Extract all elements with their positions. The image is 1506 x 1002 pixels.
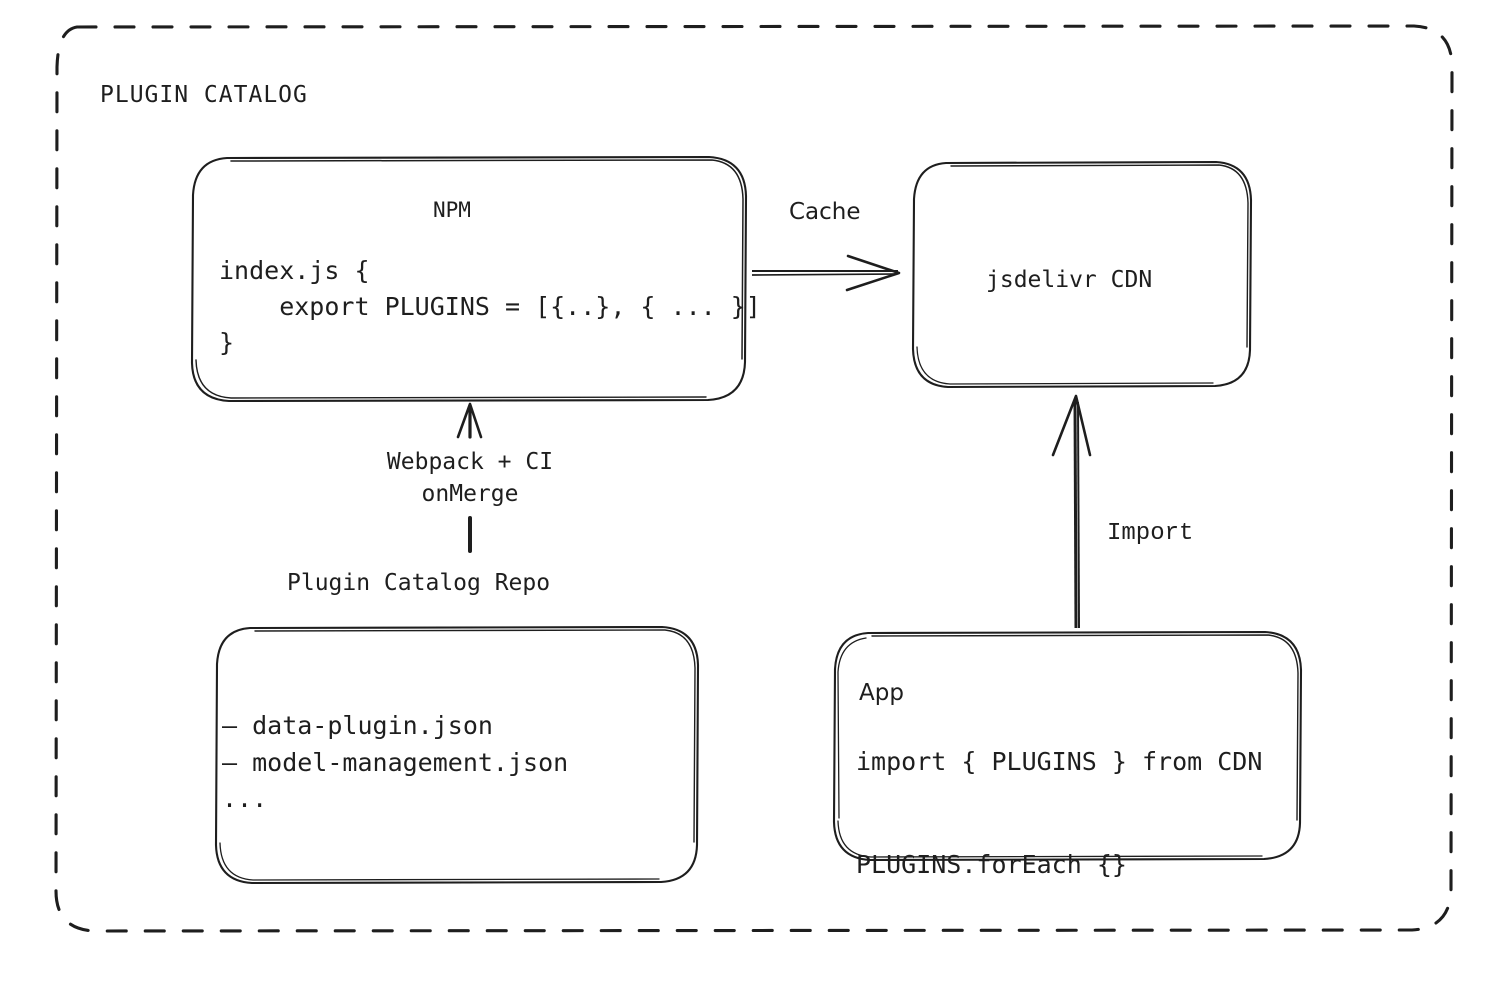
edge-label-import: Import xyxy=(1107,520,1194,547)
cdn-node-shape xyxy=(911,160,1253,389)
npm-node-shape xyxy=(190,155,748,403)
cdn-node-title: jsdelivr CDN xyxy=(986,267,1153,293)
plugin-catalog-frame xyxy=(54,24,1454,933)
repo-node-file-list: – data-plugin.json – model-management.js… xyxy=(222,711,569,813)
frame-title: PLUGIN CATALOG xyxy=(100,82,308,108)
repo-node-shape xyxy=(214,625,700,885)
edge-label-cache: Cache xyxy=(789,199,861,225)
edge-label-webpack-ci-onmerge: Webpack + CI onMerge xyxy=(386,449,554,507)
npm-node-title: NPM xyxy=(433,198,471,222)
edge-repo-to-npm xyxy=(456,402,483,553)
edge-npm-to-cdn xyxy=(751,254,901,292)
app-node-code: import { PLUGINS } from CDN PLUGINS.forE… xyxy=(856,747,1263,879)
repo-node-title: Plugin Catalog Repo xyxy=(287,570,551,596)
edge-app-to-cdn xyxy=(1051,394,1092,629)
app-node-shape xyxy=(832,630,1303,862)
app-node-title: App xyxy=(859,680,904,706)
npm-node-code: index.js { export PLUGINS = [{..}, { ...… xyxy=(219,256,761,357)
